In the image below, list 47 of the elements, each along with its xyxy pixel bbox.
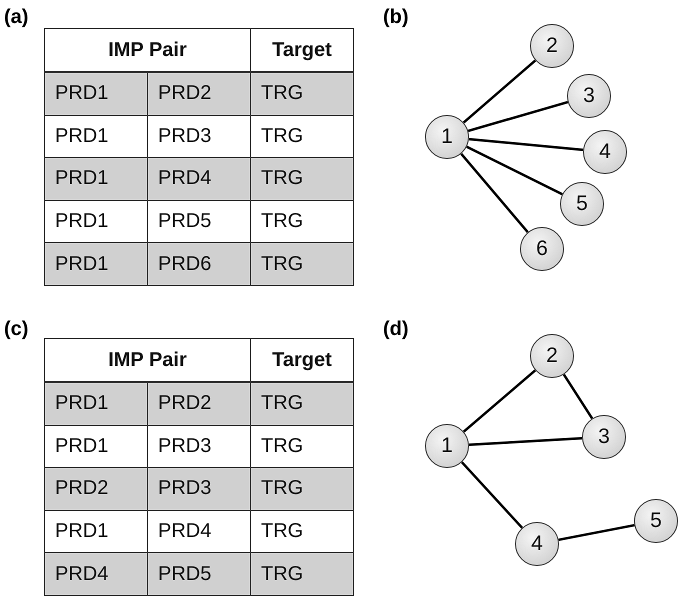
table-cell: PRD4 [147,157,251,201]
numbered-circle: 2 [530,334,574,378]
panel-label: (b) [383,6,409,29]
panel-label: (d) [383,318,409,341]
table-cell: PRD1 [44,157,148,201]
connector-line [466,146,563,196]
numbered-circle: 1 [425,115,469,159]
table-cell: TRG [250,552,354,596]
numbered-circle: 2 [530,24,574,68]
table-cell: PRD4 [44,552,148,596]
table-cell: TRG [250,72,354,116]
table-cell: PRD6 [147,242,251,286]
table-cell: TRG [250,242,354,286]
panel-label: (c) [4,318,28,341]
table-cell: PRD1 [44,242,148,286]
numbered-circle: 3 [567,74,611,118]
connector-line [460,461,524,529]
table-cell: PRD2 [147,382,251,426]
numbered-circle: 5 [560,182,604,226]
table-cell: TRG [250,467,354,511]
numbered-circle: 4 [583,130,627,174]
table-cell: PRD5 [147,552,251,596]
header-cell: Target [250,338,354,383]
connector-line [468,100,568,132]
table-cell: TRG [250,382,354,426]
connector-line [462,59,536,124]
numbered-circle: 5 [634,499,678,543]
connector-line [468,138,584,152]
table-cell: PRD2 [147,72,251,116]
table-cell: PRD1 [44,382,148,426]
header-cell: Target [250,28,354,73]
numbered-circle: 1 [425,424,469,468]
connector-line [468,437,582,446]
panel-label: (a) [4,6,28,29]
header-cell: IMP Pair [44,338,251,383]
table-cell: PRD3 [147,467,251,511]
numbered-circle: 6 [520,227,564,271]
connector-line [562,374,594,420]
table-cell: TRG [250,157,354,201]
numbered-circle: 4 [515,522,559,566]
table-cell: PRD1 [44,72,148,116]
table-cell: PRD2 [44,467,148,511]
header-cell: IMP Pair [44,28,251,73]
connector-line [462,369,536,433]
numbered-circle: 3 [582,415,626,459]
connector-line [558,524,635,542]
connector-line [460,152,529,234]
